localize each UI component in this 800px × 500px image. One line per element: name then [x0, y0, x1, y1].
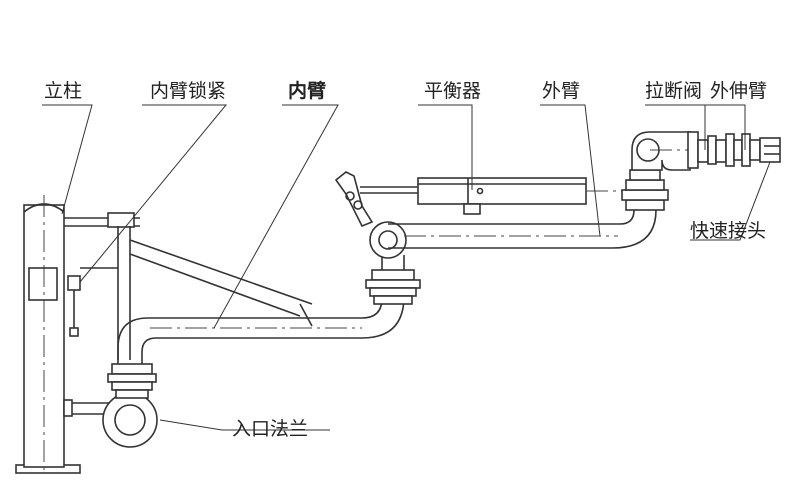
balancer [334, 171, 642, 228]
label-breakaway-valve: 拉断阀 [645, 80, 703, 102]
quick-coupler [759, 137, 781, 163]
support-frame [64, 212, 313, 360]
inlet-flange [102, 392, 158, 448]
label-balancer: 平衡器 [424, 80, 482, 102]
column [23, 195, 65, 470]
breakaway-valve [687, 131, 727, 169]
label-outer-extension-arm: 外伸臂 [710, 80, 768, 102]
outer-arm-elbow [369, 221, 407, 259]
inner-arm [117, 288, 405, 364]
outer-swivel-joint [621, 169, 669, 211]
inner-arm-lock [67, 267, 118, 337]
label-quick-coupler: 快速接头 [690, 220, 767, 242]
outer-extension-arm [725, 133, 761, 167]
label-column: 立柱 [44, 80, 83, 102]
leader-lines [42, 104, 771, 431]
label-inner-arm-lock: 内臂锁紧 [150, 80, 227, 102]
inner-swivel-joint [107, 363, 157, 399]
label-outer-arm: 外臂 [542, 80, 581, 102]
outer-arm [388, 209, 657, 249]
label-inner-arm: 内臂 [288, 80, 327, 102]
middle-swivel-joint [365, 255, 421, 305]
label-inlet-flange: 入口法兰 [232, 418, 309, 440]
